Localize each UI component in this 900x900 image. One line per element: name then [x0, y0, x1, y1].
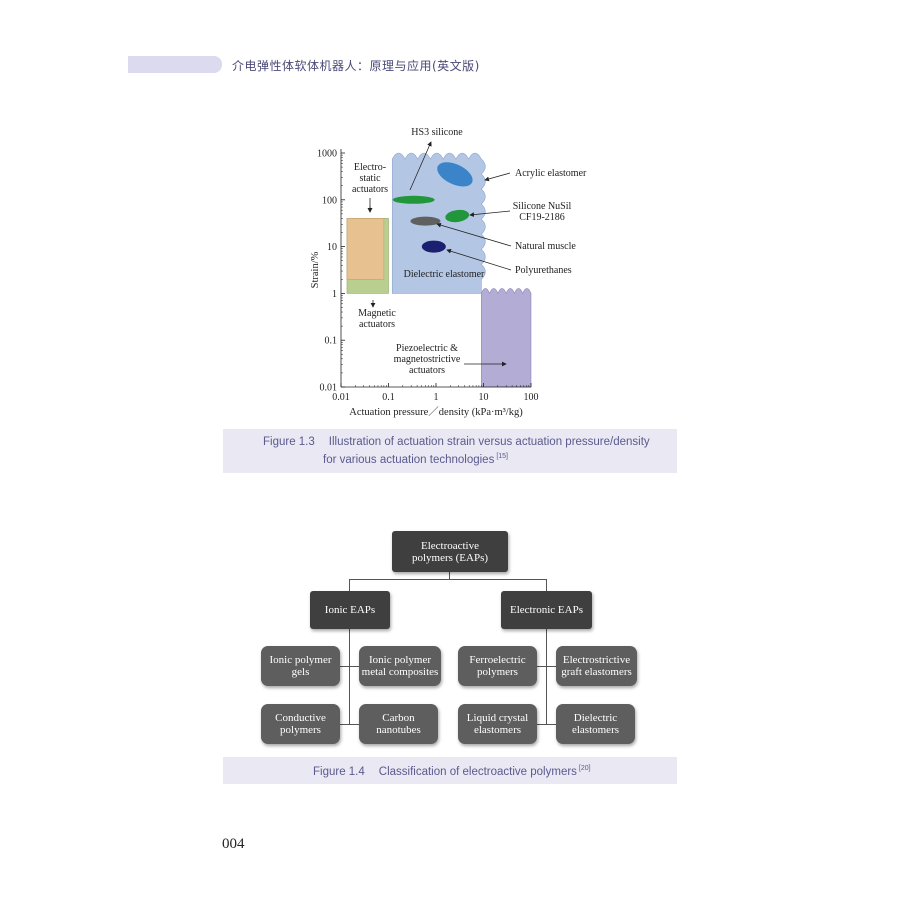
natural-muscle-arrow — [436, 222, 512, 247]
y-tick-label: 1000 — [317, 149, 337, 160]
ionic-polymer-metal-composites-node: Ionic polymer metal composites — [359, 646, 441, 686]
figure-1-4-ref: [20] — [578, 765, 591, 772]
conductive-polymers-node: Conductive polymers — [261, 704, 340, 744]
x-tick-label: 100 — [524, 392, 539, 403]
ferroelectric-polymers-node: Ferroelectric polymers — [458, 646, 537, 686]
x-tick-label: 10 — [479, 392, 489, 403]
ionic-eaps-node: Ionic EAPs — [310, 591, 390, 629]
page-number: 004 — [222, 836, 245, 852]
natural-muscle-marker — [410, 216, 441, 226]
polyurethanes-arrow — [446, 248, 512, 271]
figure-1-3-caption-line1: Illustration of actuation strain versus … — [328, 436, 650, 448]
dielectric-elastomer-label: Dielectric elastomer — [404, 269, 485, 280]
electrostrictive-graft-elastomers-node: Electrostrictive graft elastomers — [556, 646, 637, 686]
dielectric-elastomers-node: Dielectric elastomers — [556, 704, 635, 744]
x-tick-label: 0.01 — [332, 392, 350, 403]
liquid-crystal-elastomers-node: Liquid crystal elastomers — [458, 704, 537, 744]
acrylic-elastomer-arrow — [484, 172, 511, 182]
natural-muscle-label: Natural muscle — [515, 241, 576, 252]
figure-1-3-caption: Figure 1.3 Illustration of actuation stra… — [223, 429, 677, 473]
silicone-nusil-marker — [445, 209, 470, 223]
y-tick-label: 0.1 — [325, 336, 338, 347]
silicone-nusil-arrow — [469, 210, 511, 217]
y-tick-label: 10 — [327, 242, 337, 253]
figure-1-4-caption: Figure 1.4 Classification of electroactiv… — [223, 757, 677, 784]
figure-1-3-caption-line2: for various actuation technologies — [323, 454, 495, 466]
y-tick-label: 0.01 — [320, 383, 338, 394]
carbon-nanotubes-node: Carbon nanotubes — [359, 704, 438, 744]
y-axis-label: Strain/% — [310, 251, 321, 288]
connector — [546, 579, 547, 591]
electronic-eaps-node: Electronic EAPs — [501, 591, 592, 629]
hs3-silicone-arrow — [409, 141, 432, 191]
connector — [349, 579, 350, 591]
figure-1-4-label: Figure 1.4 — [313, 766, 365, 778]
connector — [349, 629, 350, 725]
polyurethanes-label: Polyurethanes — [515, 265, 572, 276]
acrylic-elastomer-label: Acrylic elastomer — [515, 168, 587, 179]
piezoelectric-region — [481, 288, 532, 388]
connector — [349, 579, 547, 580]
hs3-silicone-marker — [392, 195, 435, 204]
figure-1-3-ref: [15] — [496, 453, 509, 460]
running-head-bar — [128, 56, 222, 73]
eap-root-node: Electroactive polymers (EAPs) — [392, 531, 508, 572]
connector — [512, 666, 580, 667]
figure-1-4-caption-text: Classification of electroactive polymers — [378, 766, 577, 778]
ionic-polymer-gels-node: Ionic polymer gels — [261, 646, 340, 686]
x-tick-label: 0.1 — [382, 392, 395, 403]
figure-1-3-label: Figure 1.3 — [263, 436, 315, 448]
polyurethanes-marker — [421, 240, 446, 253]
strain-vs-pressure-chart: 0.01 0.1 1 10 100 0.01 0.1 1 10 100 1000Actuation … — [310, 127, 587, 418]
running-head: 介电弹性体软体机器人：原理与应用(英文版) — [232, 59, 480, 73]
y-tick-label: 100 — [322, 195, 337, 206]
connector — [512, 724, 580, 725]
connector — [449, 572, 450, 580]
acrylic-elastomer-marker — [437, 162, 473, 187]
x-tick-label: 1 — [434, 392, 439, 403]
magnetic-region — [346, 218, 385, 280]
connector — [316, 666, 382, 667]
connector — [316, 724, 382, 725]
x-axis-label: Actuation pressure／density (kPa·m³/kg) — [349, 406, 523, 418]
hs3-silicone-label: HS3 silicone — [411, 127, 463, 138]
y-tick-label: 1 — [332, 289, 337, 300]
connector — [546, 629, 547, 725]
